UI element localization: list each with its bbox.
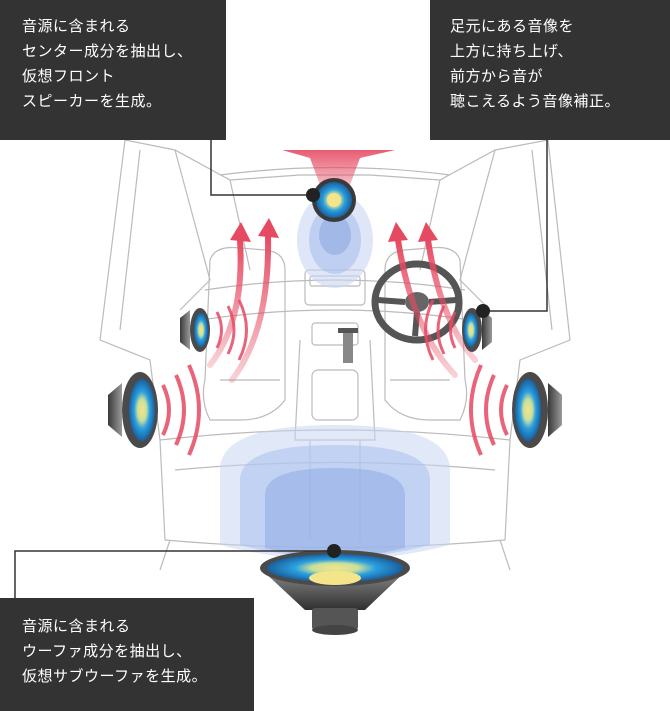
lift-arrows-right <box>395 237 478 378</box>
sound-waves-left-front <box>215 299 248 361</box>
steering-wheel <box>371 260 463 344</box>
speaker-icon <box>512 372 562 448</box>
callout-sound-lift: 足元にある音像を 上方に持ち上げ、 前方から音が 聴こえるよう音像補正。 <box>430 0 670 140</box>
callout-line: センター成分を抽出し、 <box>22 42 193 60</box>
lift-arrows-left <box>207 232 272 383</box>
callout-line: 前方から音が <box>450 67 544 85</box>
lift-arrows-left-heads <box>230 218 279 242</box>
front-sound-field <box>297 192 373 288</box>
callout-line: 仮想サブウーファを生成。 <box>22 667 208 685</box>
callout-virtual-center: 音源に含まれる センター成分を抽出し、 仮想フロント スピーカーを生成。 <box>0 0 226 140</box>
speaker-icon <box>180 308 210 352</box>
virtual-subwoofer-icon <box>260 550 410 635</box>
callout-line: 上方に持ち上げ、 <box>450 42 573 60</box>
callout-line: スピーカーを生成。 <box>22 92 162 110</box>
speaker-icon <box>108 372 158 448</box>
speaker-icon <box>462 308 492 352</box>
callout-line: 聴こえるよう音像補正。 <box>450 92 621 110</box>
leader-lines <box>14 140 548 598</box>
leader-dots <box>306 188 490 558</box>
callout-line: 仮想フロント <box>22 67 116 85</box>
virtual-center-speaker-icon <box>312 178 356 222</box>
callout-line: 音源に含まれる <box>22 17 131 35</box>
center-down-arrow <box>282 150 395 185</box>
callout-virtual-subwoofer: 音源に含まれる ウーファ成分を抽出し、 仮想サブウーファを生成。 <box>0 598 254 711</box>
sound-waves-right-rear <box>469 364 509 456</box>
rear-sound-field <box>220 425 450 560</box>
callout-line: 音源に含まれる <box>22 617 131 635</box>
callout-line: 足元にある音像を <box>450 17 575 35</box>
sound-waves-left-rear <box>161 364 201 456</box>
lift-arrows-right-heads <box>388 222 438 242</box>
callout-line: ウーファ成分を抽出し、 <box>22 642 192 660</box>
sound-waves-right-front <box>424 299 457 361</box>
